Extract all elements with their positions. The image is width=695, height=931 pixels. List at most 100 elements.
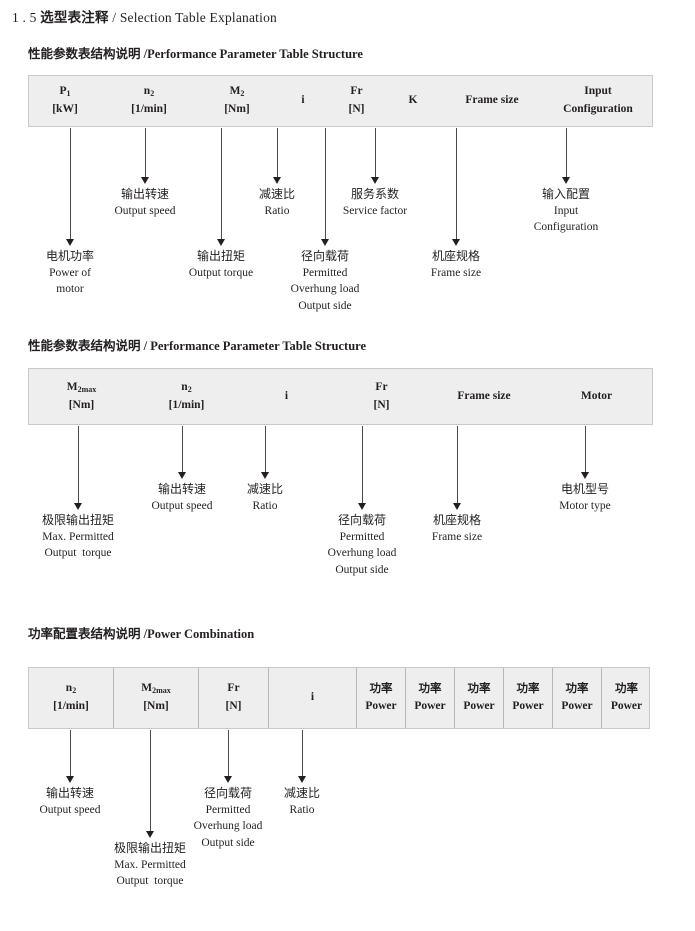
column-unit: [N] — [348, 103, 365, 115]
leader-line-1-5 — [325, 128, 326, 242]
arrow-head-1-4 — [273, 177, 281, 184]
table-2-column-header: n2[1/min] — [134, 369, 239, 424]
section-1-heading-zh: 性能参数表结构说明 — [28, 46, 141, 61]
leader-line-2-2 — [182, 426, 183, 475]
leader-line-3-3 — [228, 730, 229, 779]
section-title-separator: / — [112, 10, 117, 25]
annotation-label-en: Max. Permitted — [114, 859, 186, 872]
annotation-label-en: Input — [553, 205, 579, 218]
column-symbol: 功率 — [565, 681, 589, 696]
column-symbol: i — [284, 389, 289, 402]
table-1-column-header: M2[Nm] — [197, 76, 277, 126]
arrow-head-1-3 — [217, 239, 225, 246]
annotation-label-en: Output torque — [44, 547, 112, 560]
leader-line-3-1 — [70, 730, 71, 779]
column-unit: Power — [365, 700, 397, 712]
column-symbol: 功率 — [418, 681, 442, 696]
column-unit: [1/min] — [131, 103, 167, 115]
table-3-column-header: M2max[Nm] — [114, 668, 199, 728]
arrow-head-1-8 — [562, 177, 570, 184]
column-symbol: M2max — [141, 682, 171, 696]
table-2-column-header: Frame size — [429, 369, 539, 424]
annotation-label-en: Power of — [49, 267, 91, 280]
annotation-label-en: Output speed — [39, 804, 101, 817]
table-3-column-header: i — [269, 668, 357, 728]
column-unit: Power — [512, 700, 544, 712]
annotation-label-en: Permitted — [339, 531, 385, 544]
column-unit: Power — [463, 700, 495, 712]
annotation-label-zh: 径向载荷 — [300, 249, 350, 263]
leader-line-1-4 — [277, 128, 278, 180]
section-title-zh: 选型表注释 — [40, 10, 109, 26]
annotation-label-zh: 输入配置 — [541, 187, 590, 201]
annotation-label-en: Output side — [298, 299, 352, 312]
annotation-label-en: Overhung load — [327, 547, 397, 560]
annotation-label-zh: 径向载荷 — [337, 513, 387, 527]
annotation-label-zh: 减速比 — [258, 187, 296, 201]
column-symbol: Fr — [350, 85, 363, 98]
column-unit: [N] — [225, 700, 242, 712]
annotation-label-zh: 机座规格 — [431, 249, 481, 263]
section-3-heading: 功率配置表结构说明 /Power Combination — [28, 623, 254, 642]
section-3-heading-sep: / — [143, 627, 148, 641]
annotation-label-zh: 极限输出扭矩 — [41, 513, 115, 527]
leader-line-1-3 — [221, 128, 222, 242]
column-symbol: Frame size — [465, 94, 519, 107]
column-unit: Power — [414, 700, 446, 712]
annotation-label-en: Output speed — [151, 500, 213, 513]
column-symbol: K — [408, 94, 418, 107]
annotation-label-zh: 极限输出扭矩 — [113, 841, 187, 855]
column-symbol-subscript: 2max — [77, 384, 97, 394]
column-symbol: P1 — [59, 85, 71, 99]
section-2-heading: 性能参数表结构说明 / Performance Parameter Table … — [28, 335, 366, 354]
arrow-head-2-3 — [261, 472, 269, 479]
arrow-head-2-5 — [453, 503, 461, 510]
annotation-label-en: Ratio — [252, 500, 278, 513]
annotation-label-en: motor — [56, 283, 84, 296]
annotation-label-zh: 服务系数 — [350, 187, 400, 201]
column-symbol-subscript: 2 — [187, 384, 192, 394]
annotation-label-en: Permitted — [205, 804, 251, 817]
column-symbol-subscript: 1 — [66, 89, 71, 99]
annotation-label-zh: 输出转速 — [120, 187, 170, 201]
leader-line-3-4 — [302, 730, 303, 779]
annotation-label-en: Ratio — [289, 804, 315, 817]
section-3-heading-zh: 功率配置表结构说明 — [28, 626, 141, 641]
arrow-head-1-2 — [141, 177, 149, 184]
annotation-label-en: Overhung load — [290, 283, 360, 296]
column-symbol: Fr — [375, 380, 388, 393]
section-1-heading: 性能参数表结构说明 /Performance Parameter Table S… — [28, 43, 363, 62]
annotation-label-en: Permitted — [302, 267, 348, 280]
table-1-column-header: K — [384, 76, 442, 126]
section-number: 1 . 5 — [12, 10, 37, 25]
column-symbol: Fr — [227, 682, 240, 695]
column-symbol: Motor — [580, 389, 613, 402]
table-3-column-header: Fr [N] — [199, 668, 269, 728]
section-1-heading-sep: / — [143, 47, 148, 61]
annotation-label-zh: 输出扭矩 — [196, 249, 246, 263]
leader-line-2-5 — [457, 426, 458, 506]
column-symbol-subscript: 2max — [152, 686, 171, 696]
arrow-head-3-2 — [146, 831, 154, 838]
annotation-label-en: Ratio — [264, 205, 290, 218]
arrow-head-3-1 — [66, 776, 74, 783]
table-1-column-header: n2[1/min] — [101, 76, 197, 126]
leader-line-2-4 — [362, 426, 363, 506]
leader-line-1-1 — [70, 128, 71, 242]
table-2-column-header: M2max[Nm] — [29, 369, 134, 424]
